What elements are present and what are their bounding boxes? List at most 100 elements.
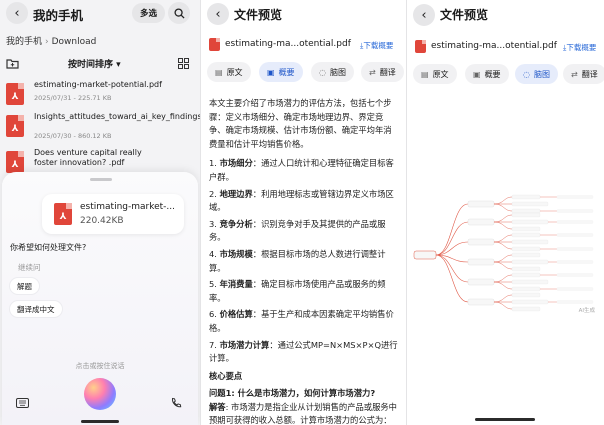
list-item: 1. 市场细分：通过人口统计和心理特征确定目标客户群。	[209, 158, 394, 182]
tab-translate[interactable]: ⇄翻译	[563, 64, 604, 84]
translate-icon: ⇄	[571, 69, 578, 79]
voice-assistant-orb[interactable]	[84, 378, 116, 410]
document-icon: ▤	[215, 67, 223, 77]
mindmap-leaf-node[interactable]	[556, 287, 594, 291]
back-button[interactable]: ‹	[207, 3, 229, 25]
mindmap-leaf-node[interactable]	[511, 212, 541, 218]
file-header: estimating-ma...otential.pdf ⤓下载概要	[209, 38, 406, 52]
mindmap-leaf-node[interactable]	[556, 273, 594, 277]
file-meta: 2025/07/30 - 860.12 KB	[34, 132, 112, 140]
tab-summary[interactable]: ▣概要	[465, 64, 509, 84]
mindmap-canvas[interactable]: AI生成	[412, 190, 599, 320]
new-folder-icon[interactable]	[6, 58, 19, 69]
tab-summary[interactable]: ▣概要	[259, 62, 303, 82]
mindmap-leaf-node[interactable]	[511, 239, 549, 245]
keyboard-button[interactable]	[12, 394, 32, 412]
mindmap-leaf-node[interactable]	[511, 272, 541, 278]
mindmap-leaf-node[interactable]	[511, 286, 541, 292]
sort-dropdown[interactable]: 按时间排序 ▾	[68, 60, 121, 70]
mindmap-leaf-node[interactable]	[511, 194, 541, 200]
drag-handle[interactable]	[90, 178, 112, 181]
top-bar: ‹ 文件预览	[201, 0, 406, 30]
pdf-file-icon: ⅄	[6, 151, 24, 173]
mindmap-branch-node[interactable]	[467, 218, 495, 226]
download-icon: ⤓	[360, 41, 364, 50]
file-list-item[interactable]: ⅄ Insights_attitudes_toward_ai_key_findi…	[6, 112, 200, 144]
list-item: 7. 市场潜力计算：通过公式MP=N×MS×P×Q进行计算。	[209, 339, 398, 364]
tab-original[interactable]: ▤原文	[413, 64, 457, 84]
mindmap-leaf-node[interactable]	[511, 226, 541, 232]
breadcrumb-separator: ›	[45, 37, 49, 47]
tab-mindmap[interactable]: ◌脑图	[515, 64, 558, 84]
grid-view-icon[interactable]	[178, 58, 189, 69]
list-toolbar: 按时间排序 ▾	[0, 55, 200, 73]
mindmap-leaf-node[interactable]	[511, 219, 549, 225]
list-item: 3. 竞争分析：识别竞争对手及其提供的产品或服务。	[209, 218, 386, 243]
breadcrumb-current[interactable]: Download	[51, 37, 97, 47]
file-name: Insights_attitudes_toward_ai_key_finding…	[34, 112, 200, 121]
back-button[interactable]: ‹	[413, 4, 435, 26]
mindmap-branch-node[interactable]	[467, 298, 495, 306]
mindmap-root-node[interactable]	[413, 250, 437, 260]
search-button[interactable]	[168, 2, 190, 24]
page-title: 文件预览	[440, 8, 489, 22]
mindmap-leaf-node[interactable]	[556, 195, 594, 199]
mindmap-leaf-node[interactable]	[556, 209, 594, 213]
steps-list: 1. 市场细分：通过人口统计和心理特征确定目标客户群。 2. 地理边界：利用地理…	[209, 157, 398, 365]
lightbulb-icon: ◌	[319, 67, 326, 77]
summary-preview-panel: ‹ 文件预览 estimating-ma...otential.pdf ⤓下载概…	[201, 0, 406, 425]
tab-original[interactable]: ▤原文	[207, 62, 251, 82]
mindmap-leaf-node[interactable]	[511, 266, 541, 272]
mindmap-leaf-node[interactable]	[511, 279, 549, 285]
pdf-file-icon: ⅄	[6, 83, 24, 105]
mindmap-leaf-node[interactable]	[556, 233, 594, 237]
file-list-item[interactable]: ⅄ Does venture capital really foster inn…	[6, 148, 196, 180]
mindmap-leaf-node[interactable]	[511, 246, 541, 252]
pdf-file-icon: ⅄	[54, 203, 72, 225]
mindmap-leaf-node[interactable]	[556, 300, 594, 304]
call-button[interactable]	[166, 394, 186, 412]
mindmap-branch-node[interactable]	[467, 278, 495, 286]
mindmap-branch-node[interactable]	[467, 258, 495, 266]
mindmap-leaf-node[interactable]	[511, 259, 549, 265]
summary-content: 本文主要介绍了市场潜力的评估方法，包括七个步骤：定义市场细分、确定市场地理边界、…	[209, 97, 398, 425]
mindmap-leaf-node[interactable]	[556, 247, 594, 251]
mindmap-leaf-node[interactable]	[556, 220, 594, 224]
action-chip-translate[interactable]: 翻译成中文	[10, 301, 62, 317]
tab-translate[interactable]: ⇄翻译	[361, 62, 404, 82]
back-button[interactable]: ‹	[6, 2, 28, 24]
attached-file-size: 220.42KB	[80, 216, 124, 226]
answer-text: 解答: 市场潜力是指企业从计划销售的产品或服务中预期可获得的收入总额。计算市场潜…	[209, 401, 397, 425]
mindmap-leaf-node[interactable]	[511, 306, 541, 312]
download-summary-button[interactable]: ⤓下载概要	[563, 43, 597, 52]
tab-mindmap[interactable]: ◌脑图	[311, 62, 354, 82]
multi-select-button[interactable]: 多选	[132, 3, 165, 23]
mindmap-leaf-node[interactable]	[556, 260, 594, 264]
chevron-left-icon: ‹	[421, 7, 427, 23]
file-meta: 2025/07/31 - 225.71 KB	[34, 94, 112, 102]
list-item: 2. 地理边界：利用地理标志或管辖边界定义市场区域。	[209, 188, 394, 213]
action-chip-solve[interactable]: 解题	[10, 278, 39, 294]
file-list-item[interactable]: ⅄ estimating-market-potential.pdf 2025/0…	[6, 80, 196, 112]
chevron-left-icon: ‹	[215, 6, 221, 22]
top-bar: ‹ 文件预览	[407, 0, 604, 30]
mindmap-leaf-node[interactable]	[511, 208, 541, 214]
voice-hint: 点击或按住说话	[75, 362, 125, 370]
breadcrumb-root[interactable]: 我的手机	[6, 37, 43, 47]
mindmap-leaf-node[interactable]	[511, 292, 541, 298]
download-summary-button[interactable]: ⤓下载概要	[360, 41, 394, 50]
attached-file-card[interactable]: ⅄ estimating-market-... 220.42KB	[42, 194, 184, 234]
assistant-question: 你希望如何处理文件?	[10, 243, 87, 252]
mindmap-leaf-node[interactable]	[511, 299, 549, 305]
mindmap-leaf-node[interactable]	[511, 201, 549, 207]
file-manager-panel: ‹ 我的手机 多选 我的手机›Download 按时间排序 ▾ ⅄ estima…	[0, 0, 200, 425]
mindmap-branch-node[interactable]	[467, 200, 495, 208]
search-icon	[173, 7, 185, 19]
mindmap-branch-node[interactable]	[467, 238, 495, 246]
ai-generated-tag: AI生成	[578, 308, 595, 314]
list-item: 6. 价格估算：基于生产和成本因素确定平均销售价格。	[209, 309, 394, 333]
lightbulb-icon: ◌	[523, 69, 530, 79]
mindmap-leaf-node[interactable]	[511, 252, 541, 258]
mindmap-leaf-node[interactable]	[511, 232, 541, 238]
file-header: estimating-ma...otential.pdf ⤓下载概要	[415, 40, 604, 54]
